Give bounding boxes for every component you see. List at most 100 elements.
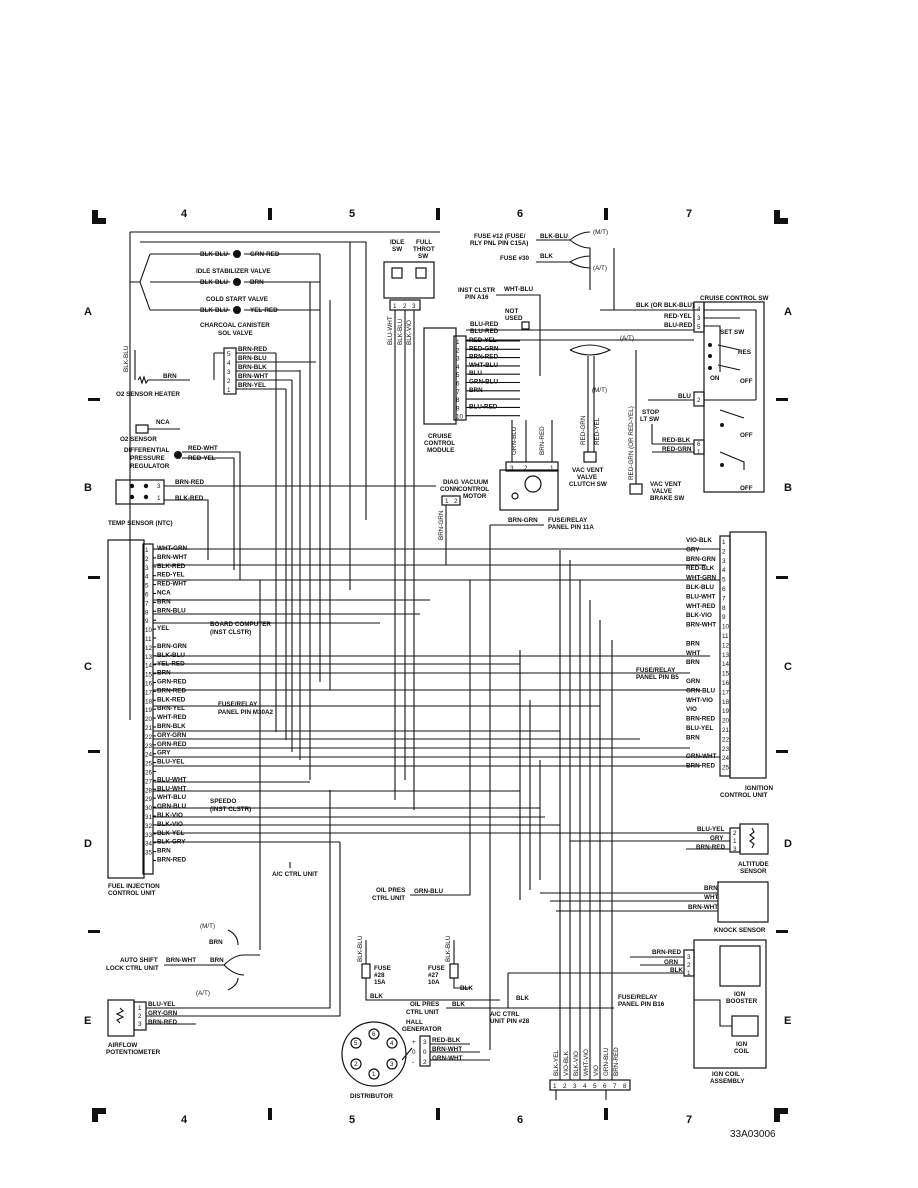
pin-number: 7: [613, 1083, 617, 1090]
hall-generator: HALL GENERATOR + 0 - 3 0 2 RED-BLK BRN-W…: [402, 1019, 490, 1067]
component-label: CONTROL: [424, 440, 455, 447]
component-label: #27: [428, 972, 439, 979]
component-label: A/C CTRL UNIT: [272, 871, 318, 878]
component-label: THROT: [413, 246, 435, 253]
wire: [146, 790, 341, 1025]
row-label: C: [84, 661, 92, 673]
pin-label: 3: [227, 369, 231, 376]
pin-number: 8: [145, 609, 149, 616]
component-label: PANEL PIN M30A2: [218, 709, 274, 716]
column-label: 5: [349, 1114, 355, 1126]
wire-label: BRN: [163, 373, 177, 380]
component-label: FUSE/RELAY: [636, 667, 676, 674]
tick-right-1: [776, 398, 788, 401]
wire-label: (A/T): [593, 265, 607, 272]
pin-number: 31: [145, 814, 153, 821]
column-label: 6: [517, 208, 523, 220]
component-label: PIN A16: [465, 294, 489, 301]
wire-label: WHT-BLU: [504, 286, 533, 293]
wire-label: RED-WHT: [188, 445, 218, 452]
pin-label: 5: [227, 351, 231, 358]
svg-text:2: 2: [454, 498, 458, 505]
fuse-27: FUSE #27 10A BLK-BLU BLK: [428, 935, 473, 992]
column-label: 4: [181, 208, 188, 220]
component-label: CLUTCH SW: [569, 481, 607, 488]
idle-stabilizer-valve-symbol: [233, 250, 241, 258]
svg-text:1: 1: [393, 303, 397, 310]
column-label: 7: [686, 208, 692, 220]
pin-number: 12: [722, 642, 730, 649]
pin-number: 18: [722, 699, 730, 706]
component-label: IGN COIL: [712, 1071, 740, 1078]
wire-label: VIO-BLK: [686, 537, 712, 544]
wire-label: WHT-RED: [157, 714, 187, 721]
wire-label: BLK-BLU: [686, 584, 714, 591]
pin-label: 1: [138, 1005, 142, 1012]
wire-label: BRN-RED: [686, 763, 715, 770]
vac-vent-clutch-body: [583, 451, 597, 463]
wire-label: BRN-GRN: [157, 643, 187, 650]
wire-label: BLK-YEL: [553, 1050, 560, 1076]
auto-shift-lock: AUTO SHIFT LOCK CTRL UNIT BRN-WHT BRN BR…: [106, 923, 260, 997]
pin-label: 1: [687, 970, 691, 977]
pin-number: 25: [722, 765, 730, 772]
wire: [536, 231, 591, 290]
wire-label: BLK-BLU: [200, 307, 228, 314]
knock-sensor: BRN WHT BRN-WHT KNOCK SENSOR: [540, 881, 769, 934]
corner-mark-bottom-left: [92, 1108, 106, 1122]
wire: [508, 956, 732, 1027]
column-label: 7: [686, 1114, 692, 1126]
wire-label: BLK-BLU: [157, 652, 185, 659]
wire-label: BRN-RED: [175, 479, 204, 486]
fuse-28: FUSE #28 15A BLK-BLU BLK: [357, 935, 500, 1001]
component-label: (INST CLSTR): [210, 629, 251, 636]
wire-label: WHT: [704, 894, 718, 901]
wire-label: BRN-WHT: [688, 904, 718, 911]
component-label: O2 SENSOR HEATER: [116, 391, 180, 398]
pin-number: 27: [145, 778, 153, 785]
pin-label: 2: [733, 830, 737, 837]
wire-label: GRY-GRN: [157, 732, 187, 739]
five-pin-connector: 5 4 3 2 1 BRN-RED BRN-BLU BRN-BLK BRN-WH…: [213, 346, 316, 395]
pin-number: 11: [722, 633, 729, 640]
wire-label: BLU-RED: [664, 322, 693, 329]
wire-label: RED-YEL: [594, 417, 601, 445]
pin-number: 17: [722, 689, 730, 696]
wire-label: YEL: [157, 625, 169, 632]
wire: [410, 580, 471, 896]
pin-number: 4: [722, 567, 726, 574]
airflow-resistor-symbol: [115, 1007, 125, 1024]
pin-number: 15: [722, 671, 730, 678]
wire-label: BRN: [250, 279, 264, 286]
wire-label: VIO-BLK: [563, 1050, 570, 1076]
component-label: BOARD COMPUTER: [210, 621, 271, 628]
pin-number: 24: [145, 752, 153, 759]
component-label: SW: [392, 246, 402, 253]
wire-label: RED-YEL: [157, 572, 185, 579]
row-label: D: [784, 838, 792, 850]
wire-label: BLK-BLU: [200, 251, 228, 258]
pin-number: 8: [456, 397, 460, 404]
component-label: COLD START VALVE: [206, 296, 268, 303]
oil-pressure-ctrl-bottom: OIL PRES CTRL UNIT BLK BLK FUSE/RELAY PA…: [406, 973, 665, 1025]
pin-number: 14: [145, 663, 153, 670]
pin-number: 1: [553, 1083, 557, 1090]
wire-label: BLK-BLU: [540, 233, 568, 240]
component-label: ON: [710, 375, 720, 382]
wire-label: BRN: [686, 640, 700, 647]
wire-label: BLK-VIO: [573, 1051, 580, 1076]
altitude-sensor-body: [739, 823, 769, 855]
component-label: FUSE/RELAY: [218, 701, 258, 708]
wire-label: BLU-WHT: [157, 785, 187, 792]
wire-label: BRN-RED: [157, 687, 186, 694]
svg-text:2: 2: [423, 1059, 427, 1066]
column-label: 6: [517, 1114, 523, 1126]
wire-label: GRY: [157, 750, 171, 757]
wire-label: GRY: [710, 835, 724, 842]
wire-label: BRN-WHT: [157, 554, 187, 561]
pin-number: 18: [145, 698, 153, 705]
wire-label: BRN-RED: [696, 844, 725, 851]
component-label: VALVE: [577, 474, 597, 481]
